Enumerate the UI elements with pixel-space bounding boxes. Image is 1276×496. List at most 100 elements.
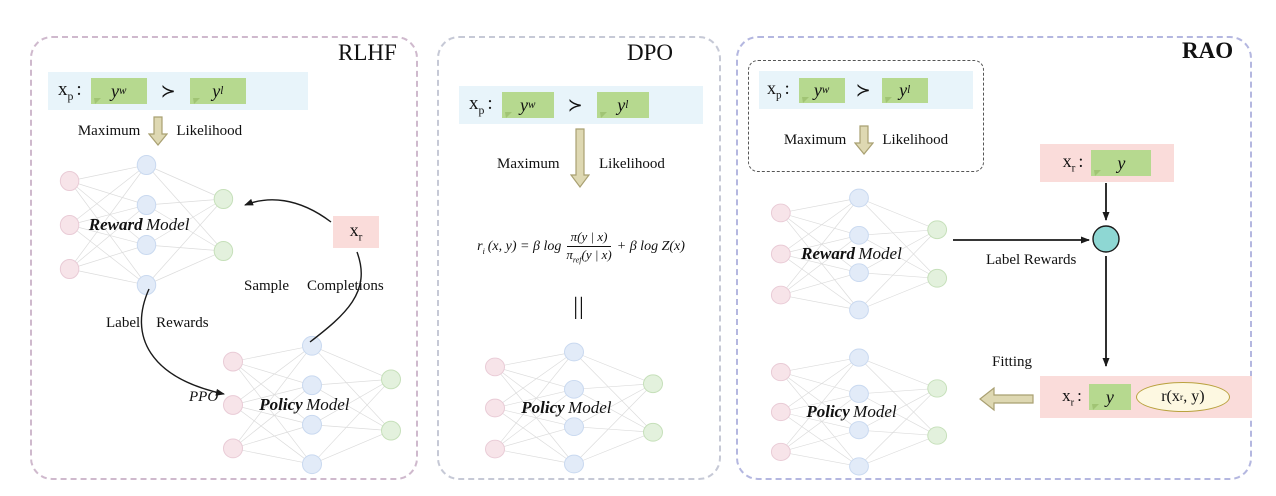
reward-model-network: Reward Model xyxy=(54,150,239,300)
xr-label: xr: xyxy=(1062,386,1084,408)
x-text: x xyxy=(767,78,776,99)
yw-text: y xyxy=(519,94,528,115)
likelihood-text: Likelihood xyxy=(176,122,243,139)
policy-model-label: Policy Model xyxy=(521,398,611,418)
label-rewards-label: Label Rewards xyxy=(106,315,209,332)
rlhf-maximum-likelihood-row: Maximum Likelihood xyxy=(70,116,250,146)
den-rest-text: (y | x) xyxy=(581,246,612,262)
dpo-reward-formula: ri (x, y) = β log π(y | x) πref(y | x) +… xyxy=(443,229,719,265)
prefers-symbol: ≻ xyxy=(160,80,176,101)
likelihood-text: Likelihood xyxy=(599,156,665,172)
maximum-text: Maximum xyxy=(77,122,141,139)
i-subscript: i xyxy=(482,245,485,256)
network-graph xyxy=(59,155,234,295)
model-text: Model xyxy=(853,402,897,421)
r-subscript: r xyxy=(358,231,363,244)
ref-subscript: ref xyxy=(572,255,582,265)
fraction-denominator: πref(y | x) xyxy=(566,247,611,265)
formula-fraction: π(y | x) πref(y | x) xyxy=(566,229,612,265)
yl-text: y xyxy=(617,94,626,115)
policy-model-network-rao: Policy Model xyxy=(765,344,953,480)
formula-tail: + β log Z(x) xyxy=(616,239,685,255)
yw-text: y xyxy=(813,79,822,100)
x-text: x xyxy=(58,78,68,100)
rao-maximum-likelihood-row: Maximum Likelihood xyxy=(749,125,983,155)
colon-text: : xyxy=(487,92,493,114)
pi-text: π xyxy=(566,246,573,262)
network-graph xyxy=(770,348,948,476)
w-subscript: w xyxy=(821,84,830,96)
reward-bold-text: Reward xyxy=(801,244,855,263)
policy-bold-text: Policy xyxy=(521,398,565,417)
policy-model-label: Policy Model xyxy=(259,395,349,415)
x-text: x xyxy=(1062,151,1072,172)
reward-model-network-rao: Reward Model xyxy=(765,184,953,324)
x-text: x xyxy=(349,220,359,241)
rao-title: RAO xyxy=(1182,38,1234,63)
policy-model-network-dpo: Policy Model xyxy=(479,338,669,478)
model-text: Model xyxy=(568,398,612,417)
ppo-label: PPO xyxy=(189,389,219,405)
reward-fn-text: r(x xyxy=(1161,388,1180,405)
network-graph xyxy=(485,342,663,474)
yl-text: y xyxy=(899,79,908,100)
rewards-text: Rewards xyxy=(156,315,209,331)
model-text: Model xyxy=(858,244,902,263)
r-subscript: r xyxy=(1070,397,1075,409)
maximum-text: Maximum xyxy=(497,156,560,172)
prompt-symbol: xp: xyxy=(469,93,502,118)
prompt-symbol: xp: xyxy=(58,79,91,104)
colon-text: : xyxy=(76,78,82,100)
colon-text: : xyxy=(784,78,790,99)
prefers-symbol: ≻ xyxy=(855,79,871,100)
policy-model-network-rlhf: Policy Model xyxy=(217,331,407,479)
down-block-arrow-icon xyxy=(854,125,875,155)
prompt-xr-box: xr xyxy=(333,216,379,248)
reward-bold-text: Reward xyxy=(88,215,143,234)
reward-fn-rest: , y) xyxy=(1183,388,1205,405)
l-subscript: l xyxy=(220,85,224,97)
xr-label: xr: xyxy=(1063,151,1086,175)
yl-text: y xyxy=(212,80,221,101)
network-graph xyxy=(770,188,948,320)
likelihood-text: Likelihood xyxy=(882,131,949,148)
reward-model-label: Reward Model xyxy=(89,215,190,235)
model-text: Model xyxy=(146,215,190,234)
query-response-box: xr: y xyxy=(1040,144,1174,182)
policy-bold-text: Policy xyxy=(259,395,303,414)
y-text: y xyxy=(1117,152,1126,173)
dpo-title: DPO xyxy=(627,40,674,65)
r-text: r xyxy=(477,239,483,254)
policy-model-label: Policy Model xyxy=(806,402,896,422)
fitting-text: Fitting xyxy=(992,354,1033,370)
l-subscript: l xyxy=(907,84,911,96)
r-subscript: r xyxy=(1179,391,1184,403)
w-subscript: w xyxy=(527,99,536,111)
formula-lhs: ri (x, y) = β log xyxy=(477,239,561,256)
colon-text: : xyxy=(1078,151,1084,172)
down-block-arrow-icon xyxy=(570,128,590,188)
yw-text: y xyxy=(110,80,119,101)
w-subscript: w xyxy=(118,85,127,97)
sample-completions-label: Sample Completions xyxy=(244,278,384,295)
r-subscript: r xyxy=(1071,162,1076,175)
fraction-numerator: π(y | x) xyxy=(566,229,612,247)
rlhf-title: RLHF xyxy=(338,40,397,65)
formula-mid-text: (x, y) = β log xyxy=(487,239,562,254)
model-text: Model xyxy=(306,395,350,414)
l-subscript: l xyxy=(625,99,629,111)
